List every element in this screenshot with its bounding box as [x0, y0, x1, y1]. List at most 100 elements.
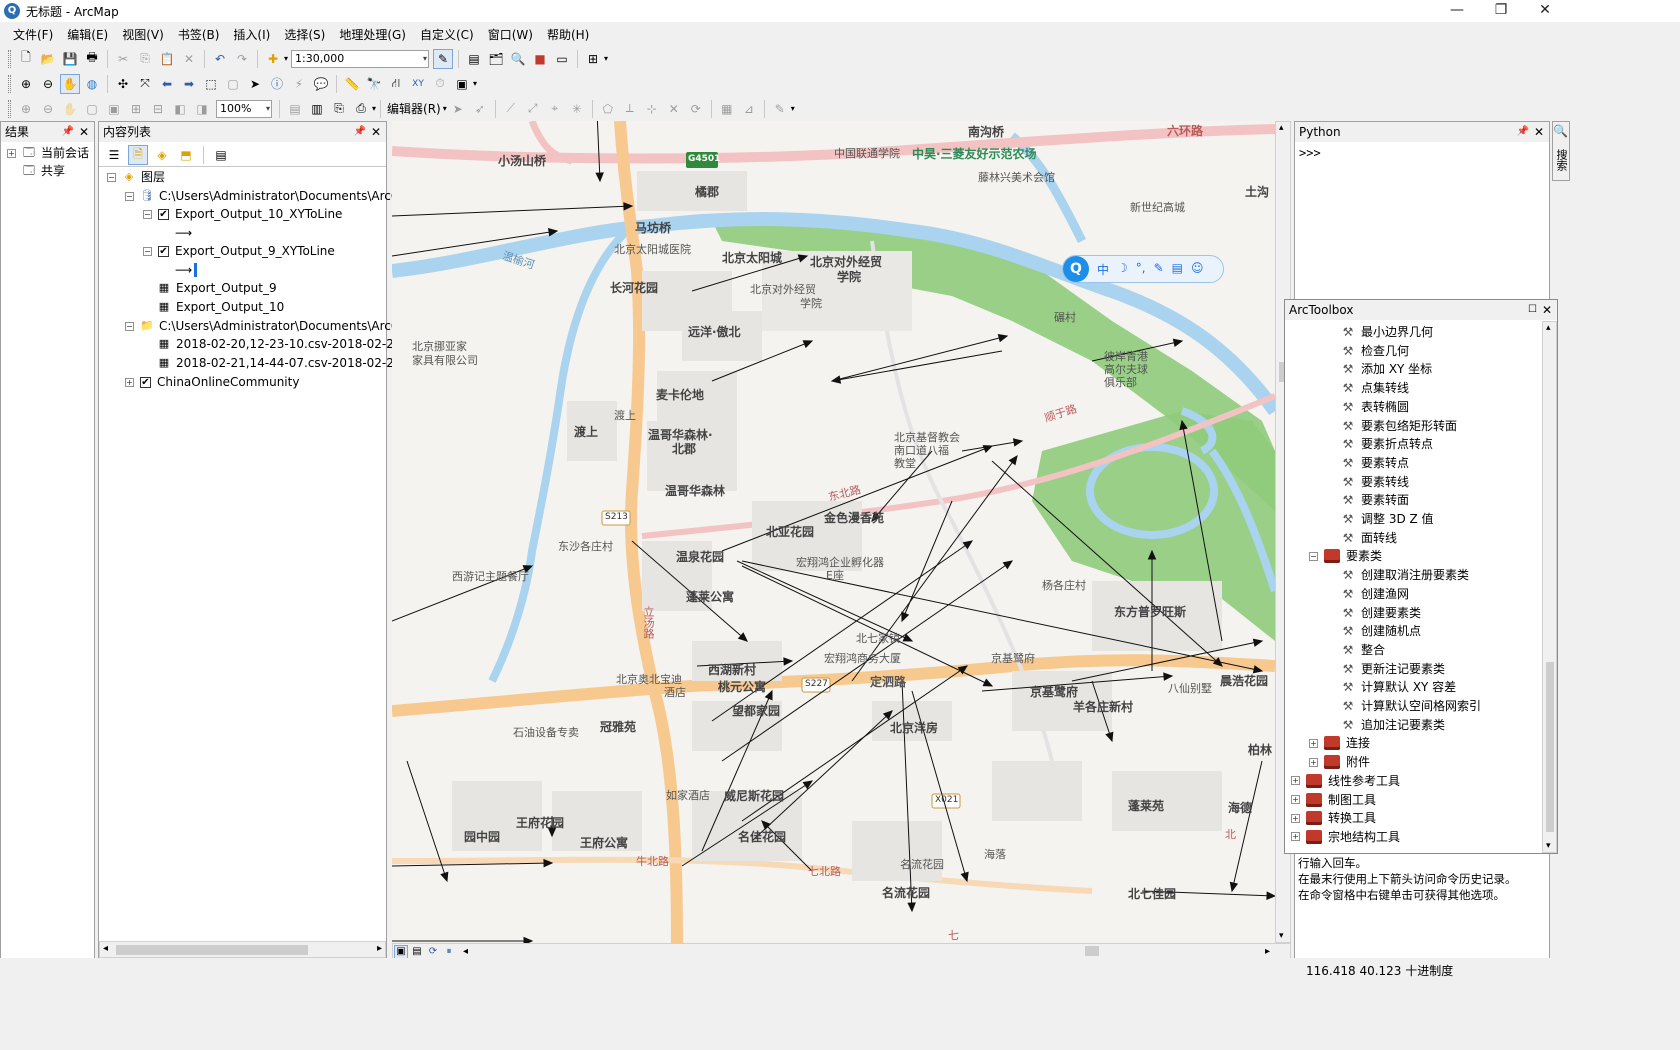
- menu-item-7[interactable]: 自定义(C): [419, 28, 474, 42]
- refresh-icon[interactable]: ⟳: [428, 946, 438, 957]
- ime-button-3[interactable]: ✎: [1153, 260, 1164, 275]
- expand-icon[interactable]: +: [1291, 776, 1300, 786]
- results-shared[interactable]: 🗔 共享: [23, 164, 66, 178]
- forward-extent-icon[interactable]: ➡: [183, 76, 195, 91]
- atb-toolset[interactable]: +附件: [1309, 755, 1371, 770]
- toc-layer-xy10[interactable]: − ✔ Export_Output_10_XYToLine: [143, 207, 343, 221]
- expand-icon[interactable]: +: [1309, 757, 1318, 767]
- close-icon[interactable]: ✕: [1541, 303, 1552, 317]
- paste-icon[interactable]: 📋: [159, 51, 175, 66]
- atb-tool[interactable]: ⚒计算默认空间格网索引: [1342, 699, 1482, 713]
- toc-folder-1[interactable]: − 🛢 C:\Users\Administrator\Documents\Arc…: [125, 189, 404, 203]
- print-icon[interactable]: 🖶: [86, 50, 98, 64]
- find-icon[interactable]: 🔭: [366, 76, 382, 91]
- redo-icon[interactable]: ↷: [236, 51, 248, 66]
- data-driven-pages-icon[interactable]: ⎙: [356, 101, 366, 115]
- point-icon[interactable]: ✳: [571, 101, 582, 116]
- atb-tool[interactable]: ⚒追加注记要素类: [1342, 717, 1446, 732]
- atb-tool[interactable]: ⚒检查几何: [1342, 343, 1410, 358]
- menu-item-8[interactable]: 窗口(W): [487, 28, 533, 42]
- table-of-contents-icon[interactable]: ▤: [468, 51, 480, 66]
- arctoolbox-scrollbar[interactable]: ▴ ▾: [1542, 321, 1557, 853]
- time-slider-icon[interactable]: ⏱: [435, 76, 445, 90]
- straight-segment-icon[interactable]: ⟋: [506, 101, 515, 115]
- menu-item-9[interactable]: 帮助(H): [546, 28, 590, 42]
- maximize-icon[interactable]: ☐: [1528, 304, 1537, 315]
- ime-button-4[interactable]: ▤: [1171, 260, 1184, 275]
- toggle-draft-mode-icon[interactable]: ▤: [289, 101, 301, 116]
- atb-tool[interactable]: ⚒更新注记要素类: [1342, 661, 1446, 676]
- identify-icon[interactable]: ⓘ: [270, 77, 283, 91]
- atb-toolset[interactable]: −要素类: [1309, 549, 1383, 564]
- atb-toolbox[interactable]: +制图工具: [1291, 792, 1377, 807]
- cut-icon[interactable]: ✂: [117, 51, 129, 66]
- atb-tool[interactable]: ⚒创建取消注册要素类: [1342, 568, 1470, 583]
- ime-button-2[interactable]: °,: [1135, 260, 1146, 275]
- delete-icon[interactable]: ✕: [183, 51, 195, 66]
- ime-button-5[interactable]: ☺: [1191, 260, 1204, 275]
- find-route-icon[interactable]: ⛙: [391, 75, 401, 90]
- focus-data-frame-icon[interactable]: ▥: [311, 101, 323, 116]
- atb-tool[interactable]: ⚒要素转线: [1342, 474, 1410, 489]
- map-view[interactable]: 南沟桥 六环路 小汤山桥 中国联通学院 中昊·三菱友好示范农场 藤林兴美术会馆 …: [392, 121, 1275, 943]
- layout-zoom-in-icon[interactable]: ⊕: [20, 101, 32, 116]
- ime-button-1[interactable]: ☽: [1117, 260, 1128, 275]
- expand-icon[interactable]: +: [1309, 738, 1318, 748]
- atb-toolbox[interactable]: +宗地结构工具: [1291, 829, 1401, 844]
- model-builder-icon[interactable]: ⊞: [587, 51, 599, 66]
- python-prompt[interactable]: >>>: [1299, 146, 1321, 160]
- data-view-icon[interactable]: ▣: [394, 944, 408, 959]
- pan-icon[interactable]: ✋: [60, 73, 80, 94]
- cut-polygons-icon[interactable]: ⊹: [646, 101, 657, 116]
- atb-tool[interactable]: ⚒创建随机点: [1342, 624, 1422, 639]
- expand-icon[interactable]: +: [125, 377, 134, 387]
- toc-layer-xy9[interactable]: − ✔ Export_Output_9_XYToLine: [143, 244, 335, 258]
- viewer-window-icon[interactable]: ▣: [456, 76, 468, 91]
- layout-zoom-out-icon[interactable]: ⊖: [42, 101, 54, 116]
- reshape-icon[interactable]: ⟂: [625, 101, 634, 115]
- change-layout-icon[interactable]: ⎘: [334, 101, 344, 115]
- expand-icon[interactable]: +: [7, 148, 16, 158]
- undo-icon[interactable]: ↶: [214, 51, 226, 66]
- go-to-xy-icon[interactable]: XY: [412, 78, 424, 89]
- atb-tool[interactable]: ⚒整合: [1342, 642, 1386, 657]
- pin-icon[interactable]: 📌: [61, 126, 74, 137]
- fixed-zoom-in-icon[interactable]: ✣: [117, 76, 129, 91]
- menu-item-5[interactable]: 选择(S): [284, 28, 326, 42]
- add-data-icon[interactable]: ✚: [267, 51, 279, 66]
- save-icon[interactable]: 💾: [62, 51, 78, 66]
- toc-csv-2[interactable]: ▦ 2018-02-21,14-44-07.csv-2018-02-21,2: [158, 356, 413, 370]
- html-popup-icon[interactable]: 💬: [313, 76, 329, 91]
- zoom-in-icon[interactable]: ⊕: [20, 76, 32, 91]
- arctoolbox-icon[interactable]: ■: [534, 51, 546, 66]
- collapse-icon[interactable]: −: [1309, 551, 1318, 561]
- minimize-button[interactable]: —: [1450, 2, 1464, 18]
- menu-item-2[interactable]: 视图(V): [122, 28, 164, 42]
- pin-icon[interactable]: 📌: [353, 126, 366, 137]
- create-features-icon[interactable]: ✎: [774, 101, 785, 116]
- list-by-selection-icon[interactable]: ⬒: [180, 148, 192, 162]
- editor-toolbar-icon[interactable]: ✎: [433, 48, 454, 69]
- atb-tool[interactable]: ⚒表转椭圆: [1342, 399, 1410, 414]
- toc-table-output10[interactable]: ▦ Export_Output_10: [158, 300, 285, 314]
- atb-tool[interactable]: ⚒要素折点转点: [1342, 437, 1434, 452]
- map-horizontal-scrollbar[interactable]: [468, 944, 1265, 959]
- atb-toolbox[interactable]: +转换工具: [1291, 811, 1377, 826]
- search-window-icon[interactable]: 🔍: [510, 51, 526, 66]
- ime-toolbar[interactable]: Q 中☽°,✎▤☺: [1062, 255, 1224, 283]
- edit-tool-icon[interactable]: ➤: [452, 101, 463, 116]
- toc-options-icon[interactable]: ▤: [215, 148, 227, 162]
- list-by-source-icon[interactable]: 🗎: [128, 145, 148, 165]
- hyperlink-icon[interactable]: ⚡: [294, 76, 304, 91]
- catalog-icon[interactable]: 🗂: [488, 51, 504, 66]
- select-features-icon[interactable]: ⬚: [205, 76, 217, 91]
- sketch-properties-icon[interactable]: ⊿: [743, 101, 754, 116]
- atb-tool[interactable]: ⚒要素包络矩形转面: [1342, 418, 1458, 433]
- edit-annotation-icon[interactable]: ➶: [474, 101, 485, 116]
- atb-tool[interactable]: ⚒创建渔网: [1342, 586, 1410, 601]
- atb-tool[interactable]: ⚒创建要素类: [1342, 605, 1422, 620]
- close-icon[interactable]: ✕: [370, 125, 381, 139]
- atb-tool[interactable]: ⚒要素转点: [1342, 455, 1410, 470]
- toolbar-grip[interactable]: [8, 99, 11, 118]
- open-icon[interactable]: 📂: [40, 51, 56, 66]
